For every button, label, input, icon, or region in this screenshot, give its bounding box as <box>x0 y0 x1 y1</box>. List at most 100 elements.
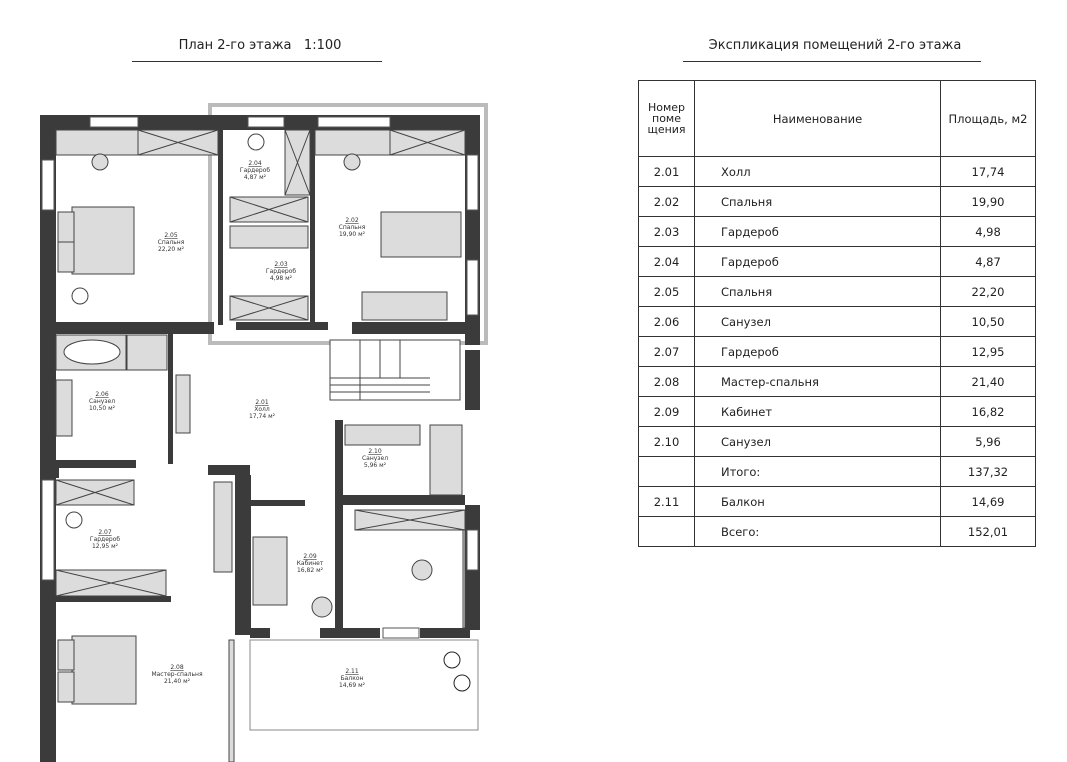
room-name: Спальня <box>339 224 366 231</box>
room-number: 2.07 <box>98 529 112 536</box>
header-area: Площадь, м2 <box>940 80 1036 157</box>
room-number: 2.03 <box>274 261 288 268</box>
room-name: Итого: <box>694 456 941 487</box>
room-name: Спальня <box>694 276 941 307</box>
room-name: Балкон <box>694 486 941 517</box>
room-area: 12,95 <box>940 336 1036 367</box>
header-number: Номер поме щения <box>638 80 695 157</box>
room-number: 2.08 <box>170 664 184 671</box>
room-area: 10,50 <box>940 306 1036 337</box>
furniture <box>55 129 466 762</box>
windows <box>41 116 479 639</box>
room-name: Холл <box>254 406 270 413</box>
plan-scale: 1:100 <box>303 38 342 53</box>
room-number <box>638 456 695 487</box>
room-name: Мастер-спальня <box>694 366 941 397</box>
room-number: 2.10 <box>638 426 695 457</box>
room-number: 2.11 <box>638 486 695 517</box>
room-area: 4,98 м² <box>270 275 293 282</box>
room-name: Санузел <box>694 426 941 457</box>
room-area: 19,90 м² <box>339 231 366 238</box>
room-area: 17,74 м² <box>249 413 276 420</box>
plan-title-text: План 2-го этажа <box>178 38 292 53</box>
room-area: 4,87 <box>940 246 1036 277</box>
room-number: 2.02 <box>345 217 359 224</box>
room-number: 2.06 <box>638 306 695 337</box>
room-area: 22,20 м² <box>158 246 185 253</box>
room-name: Санузел <box>694 306 941 337</box>
room-area: 5,96 м² <box>364 462 387 469</box>
room-number: 2.06 <box>95 391 109 398</box>
room-area: 5,96 <box>940 426 1036 457</box>
table-title-underline <box>683 61 981 62</box>
plan-title-underline <box>132 61 382 62</box>
table-row: Всего:152,01 <box>638 516 1036 547</box>
room-number <box>638 516 695 547</box>
room-number: 2.11 <box>345 668 359 675</box>
room-name: Гардероб <box>240 167 270 174</box>
room-number: 2.09 <box>638 396 695 427</box>
table-title: Экспликация помещений 2-го этажа <box>708 38 962 53</box>
room-name: Санузел <box>362 455 388 462</box>
room-name: Всего: <box>694 516 941 547</box>
room-number: 2.07 <box>638 336 695 367</box>
room-name: Гардероб <box>694 216 941 247</box>
header-name: Наименование <box>694 80 941 157</box>
room-number: 2.02 <box>638 186 695 217</box>
room-name: Кабинет <box>694 396 941 427</box>
room-number: 2.10 <box>368 448 382 455</box>
room-name: Гардероб <box>90 536 120 543</box>
table-header-row: Номер поме щения Наименование Площадь, м… <box>638 80 1036 157</box>
room-number: 2.04 <box>638 246 695 277</box>
room-area: 4,87 м² <box>244 174 267 181</box>
room-number: 2.04 <box>248 160 262 167</box>
room-number: 2.01 <box>638 156 695 187</box>
room-number: 2.05 <box>164 232 178 239</box>
room-number: 2.08 <box>638 366 695 397</box>
room-name: Холл <box>694 156 941 187</box>
room-number: 2.03 <box>638 216 695 247</box>
room-number: 2.05 <box>638 276 695 307</box>
room-area: 14,69 м² <box>339 682 366 689</box>
room-area: 19,90 <box>940 186 1036 217</box>
plants <box>443 651 471 692</box>
room-area: 10,50 м² <box>89 405 116 412</box>
room-name: Санузел <box>89 398 115 405</box>
room-schedule-table: Номер поме щения Наименование Площадь, м… <box>638 80 1036 547</box>
room-name: Мастер-спальня <box>151 671 203 678</box>
room-area: 12,95 м² <box>92 543 119 550</box>
room-name: Гардероб <box>694 246 941 277</box>
table-row: Итого:137,32 <box>638 456 1036 487</box>
room-area: 17,74 <box>940 156 1036 187</box>
room-name: Гардероб <box>266 268 296 275</box>
room-area: 152,01 <box>940 516 1036 547</box>
room-name: Спальня <box>694 186 941 217</box>
plan-title: План 2-го этажа 1:100 <box>150 38 370 53</box>
room-area: 16,82 <box>940 396 1036 427</box>
room-area: 4,98 <box>940 216 1036 247</box>
room-number: 2.09 <box>303 553 317 560</box>
room-name: Кабинет <box>297 560 324 567</box>
